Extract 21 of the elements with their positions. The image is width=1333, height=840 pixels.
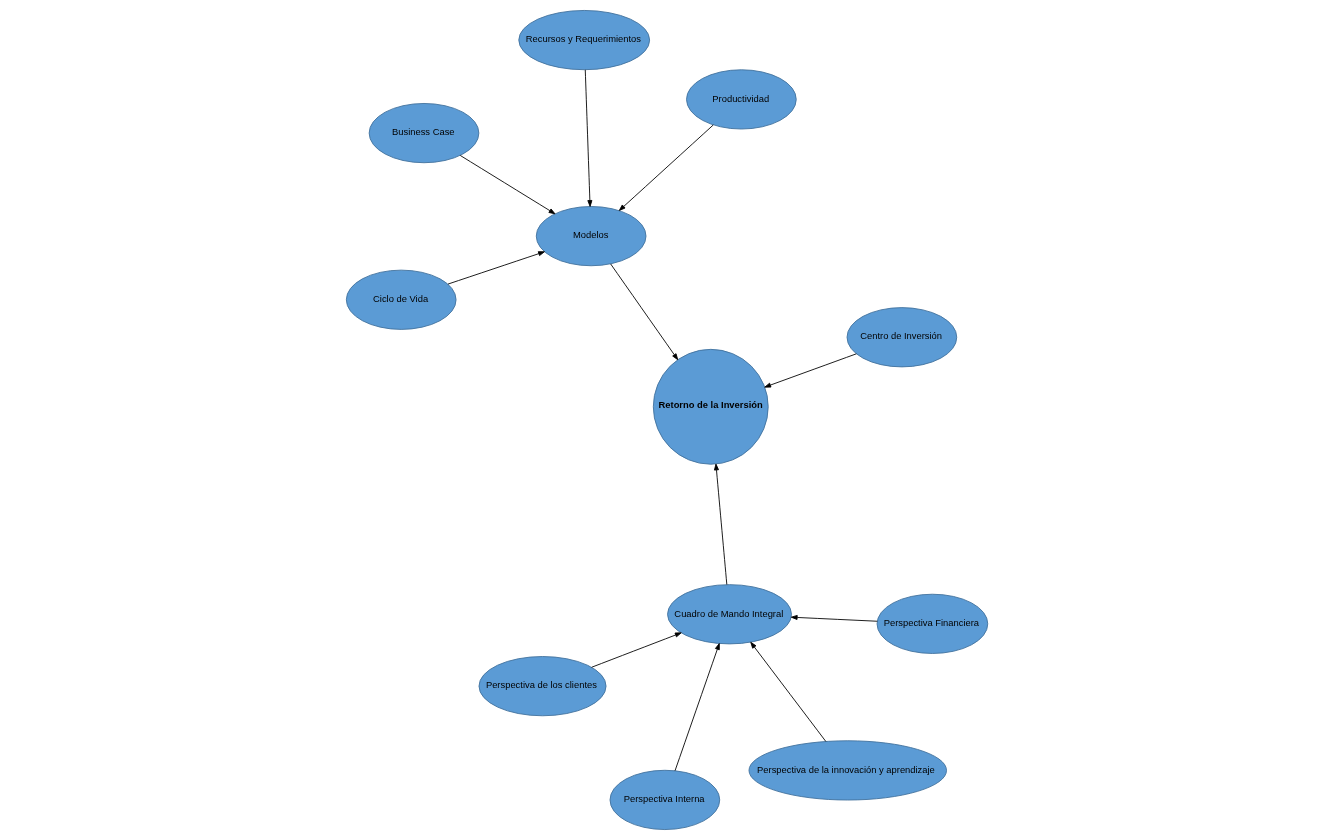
arrow xyxy=(459,155,555,215)
arrow xyxy=(446,251,545,285)
arrow xyxy=(584,69,592,207)
node-ellipse: Productividad xyxy=(685,69,797,130)
node-ellipse: Ciclo de Vida xyxy=(345,269,456,330)
node-ellipse: Perspectiva de los clientes xyxy=(478,656,606,717)
node-ellipse: Recursos y Requerimientos xyxy=(517,10,650,71)
arrow xyxy=(609,263,678,361)
arrow xyxy=(763,353,857,388)
arrow xyxy=(713,463,727,585)
arrow xyxy=(590,632,682,668)
arrow xyxy=(790,614,878,622)
arrow xyxy=(749,641,826,742)
node-ellipse: Business Case xyxy=(368,103,479,164)
node-ellipse: Cuadro de Mando Integral xyxy=(666,584,792,645)
node-ellipse: Perspectiva Financiera xyxy=(876,593,988,654)
node-ellipse: Perspectiva Interna xyxy=(609,769,720,830)
arrow xyxy=(674,643,720,772)
node-ellipse: Centro de Inversión xyxy=(846,307,957,368)
arrow xyxy=(618,124,714,211)
node-ellipse: Perspectiva de la innovación y aprendizaje xyxy=(748,740,947,801)
